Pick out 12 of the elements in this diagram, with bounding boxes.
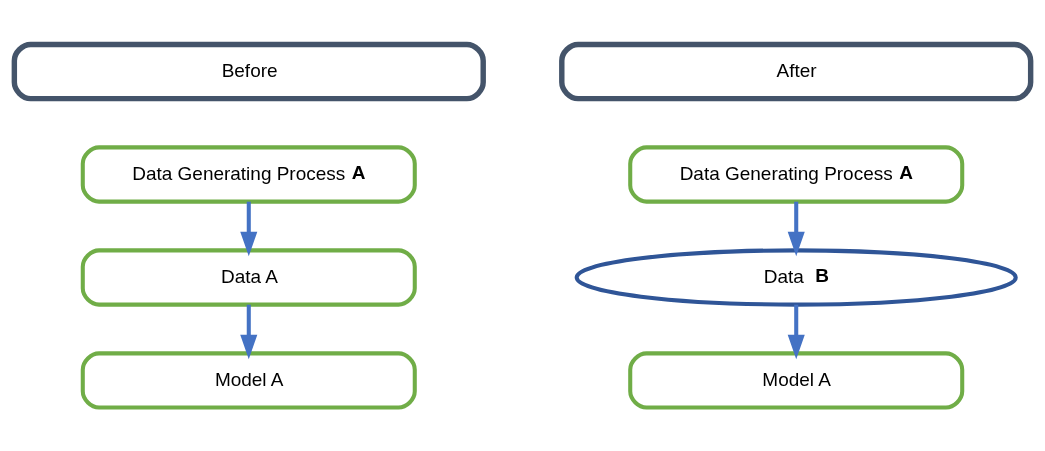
node-box: After	[559, 41, 1034, 101]
node-box: Data A	[80, 247, 417, 307]
node-ellipse: Data B	[574, 247, 1018, 307]
arrow	[787, 201, 805, 256]
node-box: Model A	[80, 350, 417, 410]
arrow	[240, 201, 258, 256]
node-box: Before	[11, 41, 486, 101]
arrow	[240, 304, 258, 359]
node-box: Data Generating Process A	[80, 144, 417, 204]
node-box: Model A	[628, 350, 965, 410]
node-box: Data Generating Process A	[628, 144, 965, 204]
arrow	[787, 304, 805, 359]
